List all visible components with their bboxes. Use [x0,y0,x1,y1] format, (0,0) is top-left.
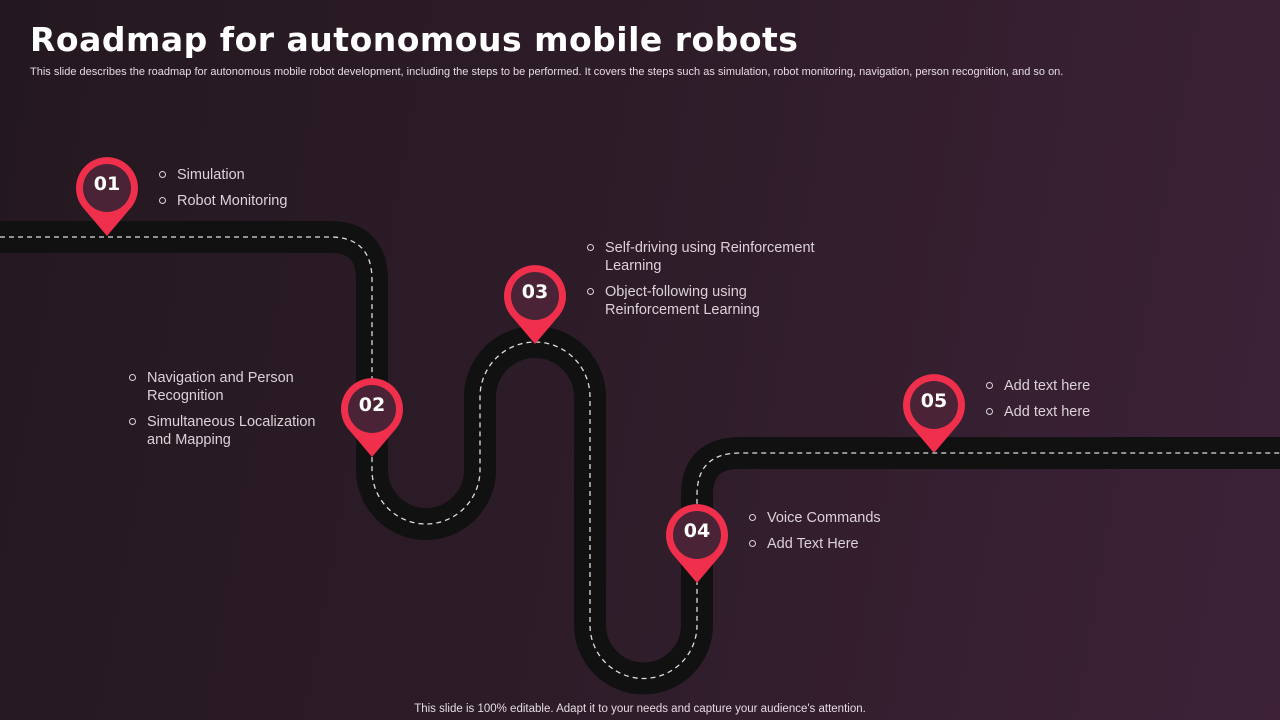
pin-05: 05 [902,373,966,455]
pin-03: 03 [503,264,567,346]
list-item: Navigation and Person Recognition [129,369,324,405]
step-number: 05 [920,390,948,412]
step-number: 01 [93,173,121,195]
subtitle: This slide describes the roadmap for aut… [30,66,1064,78]
list-item: Robot Monitoring [159,192,287,210]
list-item: Add Text Here [749,535,881,553]
step-number: 04 [683,520,711,542]
list-item: Self-driving using Reinforcement Learnin… [587,239,827,275]
step-number: 02 [358,394,386,416]
list-item: Simultaneous Localization and Mapping [129,413,324,449]
pin-04: 04 [665,503,729,585]
footer-note: This slide is 100% editable. Adapt it to… [414,703,866,715]
step-number: 03 [521,281,549,303]
list-item: Simulation [159,166,287,184]
list-item: Add text here [986,377,1090,395]
list-item: Voice Commands [749,509,881,527]
pin-01: 01 [75,156,139,238]
page-title: Roadmap for autonomous mobile robots [30,20,799,59]
list-item: Add text here [986,403,1090,421]
list-item: Object-following using Reinforcement Lea… [587,283,827,319]
pin-02: 02 [340,377,404,459]
step-03-list: Self-driving using Reinforcement Learnin… [587,239,827,327]
